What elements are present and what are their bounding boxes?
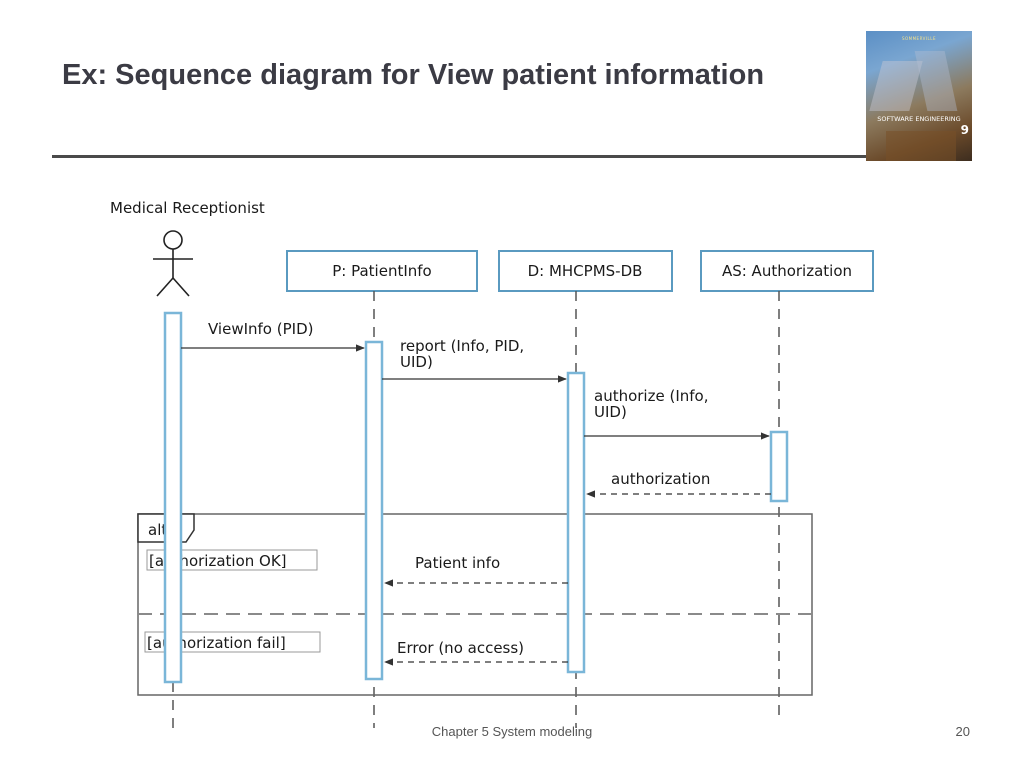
activation-mhcpms-db [566,371,586,674]
message-patient-info-return: Patient info [384,554,568,587]
book-cover-image: SOMMERVILLE SOFTWARE ENGINEERING 9 [866,31,972,161]
object-box-patientinfo: P: PatientInfo [286,250,478,292]
cover-building-shape [886,131,956,161]
message-error-return: Error (no access) [384,639,568,666]
message-label-authorize-line2: UID) [594,403,627,421]
object-label-authorization: AS: Authorization [722,262,852,280]
object-label-mhcpms-db: D: MHCPMS-DB [528,262,643,280]
activation-authorization [769,430,789,503]
activation-actor [163,311,183,684]
message-viewinfo: ViewInfo (PID) [181,320,365,352]
slide-footer: Chapter 5 System modeling [431,724,593,739]
message-label-authorize-line1: authorize (Info, [594,387,708,405]
cover-edition: 9 [960,123,969,137]
alt-operator-label: alt [148,521,167,539]
title-divider [52,155,874,158]
object-box-mhcpms-db: D: MHCPMS-DB [498,250,673,292]
actor-stick-figure [153,230,193,297]
cover-brand: SOMMERVILLE [901,36,937,41]
page-number: 20 [955,724,970,739]
guard-authorization-ok: [authorization OK] [149,552,287,570]
actor-label: Medical Receptionist [110,199,265,217]
message-label-viewinfo: ViewInfo (PID) [208,320,313,338]
object-label-patientinfo: P: PatientInfo [332,262,432,280]
slide-title: Ex: Sequence diagram for View patient in… [62,59,765,91]
message-report: report (Info, PID, UID) [382,337,567,383]
cover-title: SOFTWARE ENGINEERING [877,115,961,123]
alt-fragment: alt [authorization OK] [authorization fa… [137,513,813,696]
message-label-report-line2: UID) [400,353,433,371]
message-label-authorization: authorization [611,470,710,488]
object-box-authorization: AS: Authorization [700,250,874,292]
message-authorize: authorize (Info, UID) [584,387,770,440]
message-authorization-return: authorization [586,470,771,498]
activation-patientinfo [364,340,384,681]
message-label-patient-info: Patient info [415,554,500,572]
message-label-report-line1: report (Info, PID, [400,337,524,355]
message-label-error: Error (no access) [397,639,524,657]
